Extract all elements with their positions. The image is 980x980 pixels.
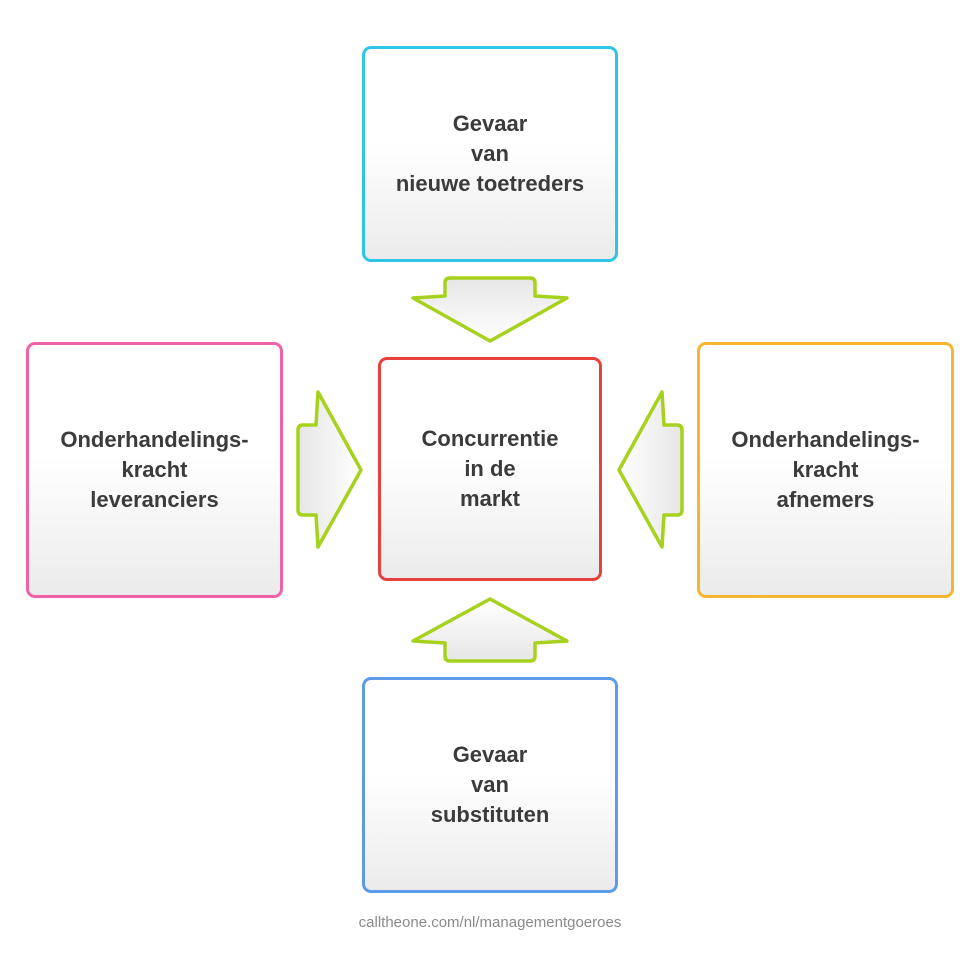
buyers-line-1: Onderhandelings- bbox=[731, 427, 920, 452]
new-entrants-line-1: Gevaar bbox=[452, 111, 528, 136]
rivalry-line-1: Concurrentie bbox=[421, 426, 559, 451]
new-entrants-label: Gevaar van nieuwe toetreders bbox=[396, 109, 584, 199]
suppliers-line-1: Onderhandelings- bbox=[60, 427, 249, 452]
new-entrants-line-2: van bbox=[471, 141, 509, 166]
arrow-down-icon bbox=[411, 276, 569, 343]
arrow-up-icon bbox=[411, 597, 569, 663]
substitutes-line-3: substituten bbox=[430, 802, 550, 827]
buyers-label: Onderhandelings- kracht afnemers bbox=[731, 425, 919, 515]
rivalry-box: Concurrentie in de markt bbox=[378, 357, 602, 581]
suppliers-line-2: kracht bbox=[121, 457, 188, 482]
arrow-right-icon bbox=[296, 390, 363, 549]
buyers-box: Onderhandelings- kracht afnemers bbox=[697, 342, 954, 598]
suppliers-line-3: leveranciers bbox=[90, 487, 219, 512]
substitutes-box: Gevaar van substituten bbox=[362, 677, 618, 893]
rivalry-label: Concurrentie in de markt bbox=[422, 424, 559, 514]
substitutes-line-1: Gevaar bbox=[452, 742, 528, 767]
rivalry-line-2: in de bbox=[464, 456, 516, 481]
buyers-line-3: afnemers bbox=[776, 487, 875, 512]
new-entrants-box: Gevaar van nieuwe toetreders bbox=[362, 46, 618, 262]
source-footer[interactable]: calltheone.com/nl/managementgoeroes bbox=[358, 914, 622, 931]
rivalry-line-3: markt bbox=[460, 486, 520, 511]
buyers-line-2: kracht bbox=[792, 457, 859, 482]
substitutes-line-2: van bbox=[471, 772, 509, 797]
new-entrants-line-3: nieuwe toetreders bbox=[395, 171, 585, 196]
substitutes-label: Gevaar van substituten bbox=[431, 740, 550, 830]
suppliers-label: Onderhandelings- kracht leveranciers bbox=[60, 425, 248, 515]
suppliers-box: Onderhandelings- kracht leveranciers bbox=[26, 342, 283, 598]
arrow-left-icon bbox=[617, 390, 684, 549]
